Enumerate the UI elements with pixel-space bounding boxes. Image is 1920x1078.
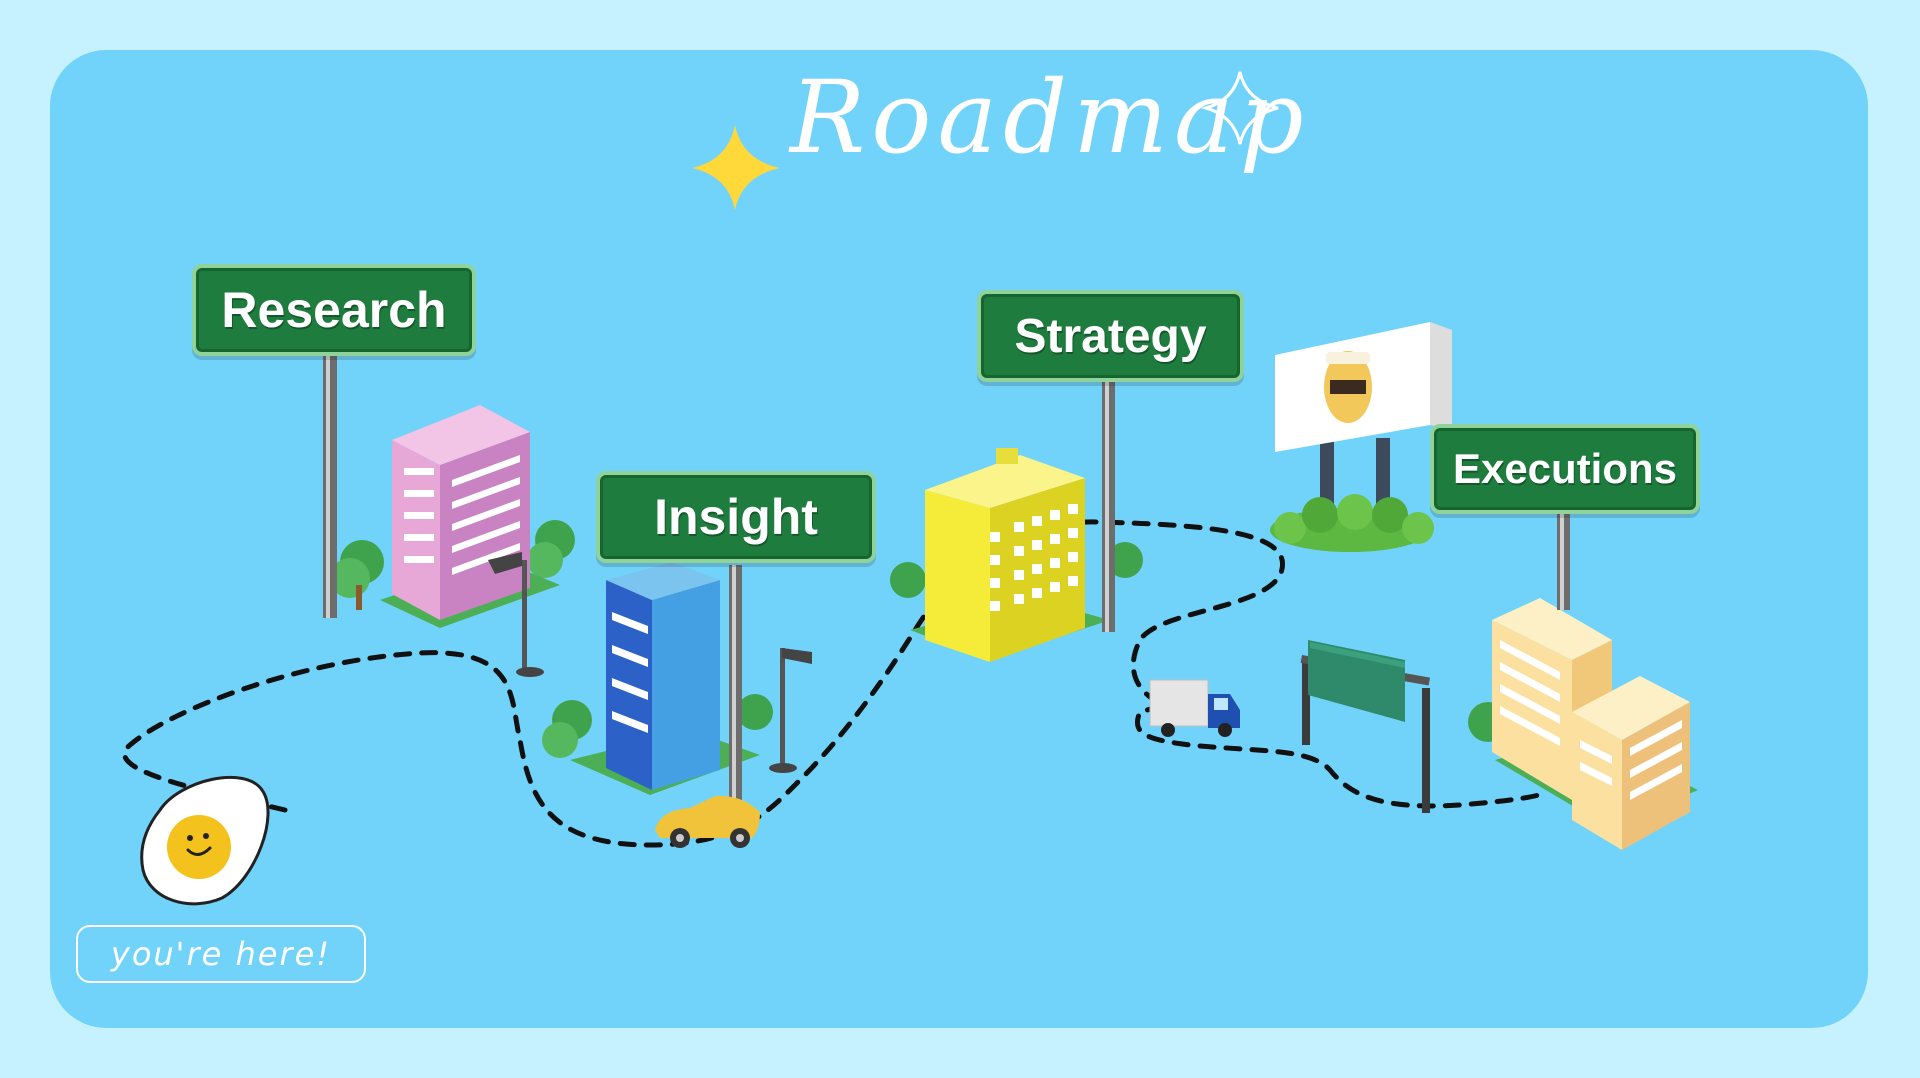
sparkle-outline-icon	[1200, 71, 1279, 145]
sparkle-yellow-icon	[692, 125, 780, 210]
blue-building	[542, 562, 812, 795]
egg-icon	[140, 775, 270, 906]
dashed-road-path	[122, 519, 1548, 848]
sign-executions: Executions	[1430, 424, 1700, 514]
you-are-here-label: you're here!	[76, 925, 366, 983]
billboard	[1270, 322, 1452, 552]
truck	[1149, 679, 1240, 737]
sign-insight: Insight	[596, 471, 876, 563]
sign-strategy: Strategy	[977, 290, 1244, 382]
yellow-building	[890, 448, 1143, 662]
highway-gantry	[1300, 640, 1431, 813]
yellow-car	[655, 795, 760, 848]
beige-building	[1468, 598, 1698, 850]
page-title: Roadmap	[790, 59, 1310, 176]
pink-building	[330, 405, 575, 677]
sign-research: Research	[192, 264, 476, 356]
